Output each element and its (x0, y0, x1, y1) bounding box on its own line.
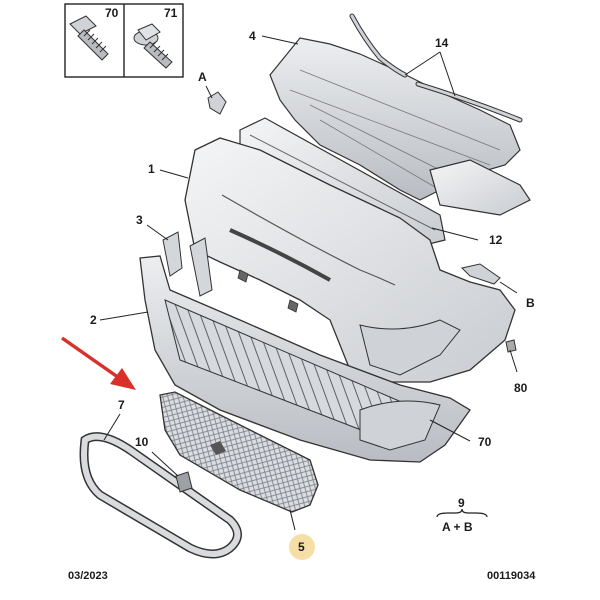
callout-70: 70 (478, 435, 492, 449)
leader-lines (99, 35, 518, 531)
callout-12: 12 (489, 233, 503, 247)
red-arrow-icon (60, 336, 136, 390)
legend-formula: A + B (442, 520, 473, 534)
callout-2: 2 (90, 313, 97, 327)
callout-14: 14 (435, 36, 449, 50)
flange-bolt-icon (133, 23, 173, 69)
grille-mesh-part (159, 391, 319, 513)
callout-10: 10 (135, 435, 149, 449)
callout-4: 4 (249, 29, 256, 43)
bumper-lower-part (139, 255, 471, 463)
fastener-label-70: 70 (105, 6, 119, 20)
callout-80: 80 (514, 381, 528, 395)
legend-brace (436, 508, 488, 518)
bracket-a-part (207, 91, 227, 115)
seal-strips-part (349, 13, 523, 123)
side-bracket-part (162, 231, 213, 297)
fastener-label-71: 71 (164, 6, 178, 20)
upper-absorber-part (269, 37, 531, 216)
bumper-upper-skin-part (184, 137, 516, 383)
callout-7: 7 (118, 398, 125, 412)
callout-3: 3 (136, 213, 143, 227)
clip-80-part (505, 339, 517, 353)
highlight-circle (289, 534, 315, 560)
bracket-b-part (461, 263, 501, 285)
grille-frame-part (79, 432, 242, 559)
callout-b: B (526, 296, 535, 310)
screw-icon (69, 15, 109, 61)
footer-reference: 00119034 (487, 570, 536, 582)
footer-date: 03/2023 (68, 570, 108, 582)
callout-5: 5 (298, 540, 305, 554)
callout-1: 1 (148, 162, 155, 176)
clip-10-part (175, 471, 193, 493)
callout-a: A (198, 70, 207, 84)
legend-number: 9 (458, 496, 465, 510)
